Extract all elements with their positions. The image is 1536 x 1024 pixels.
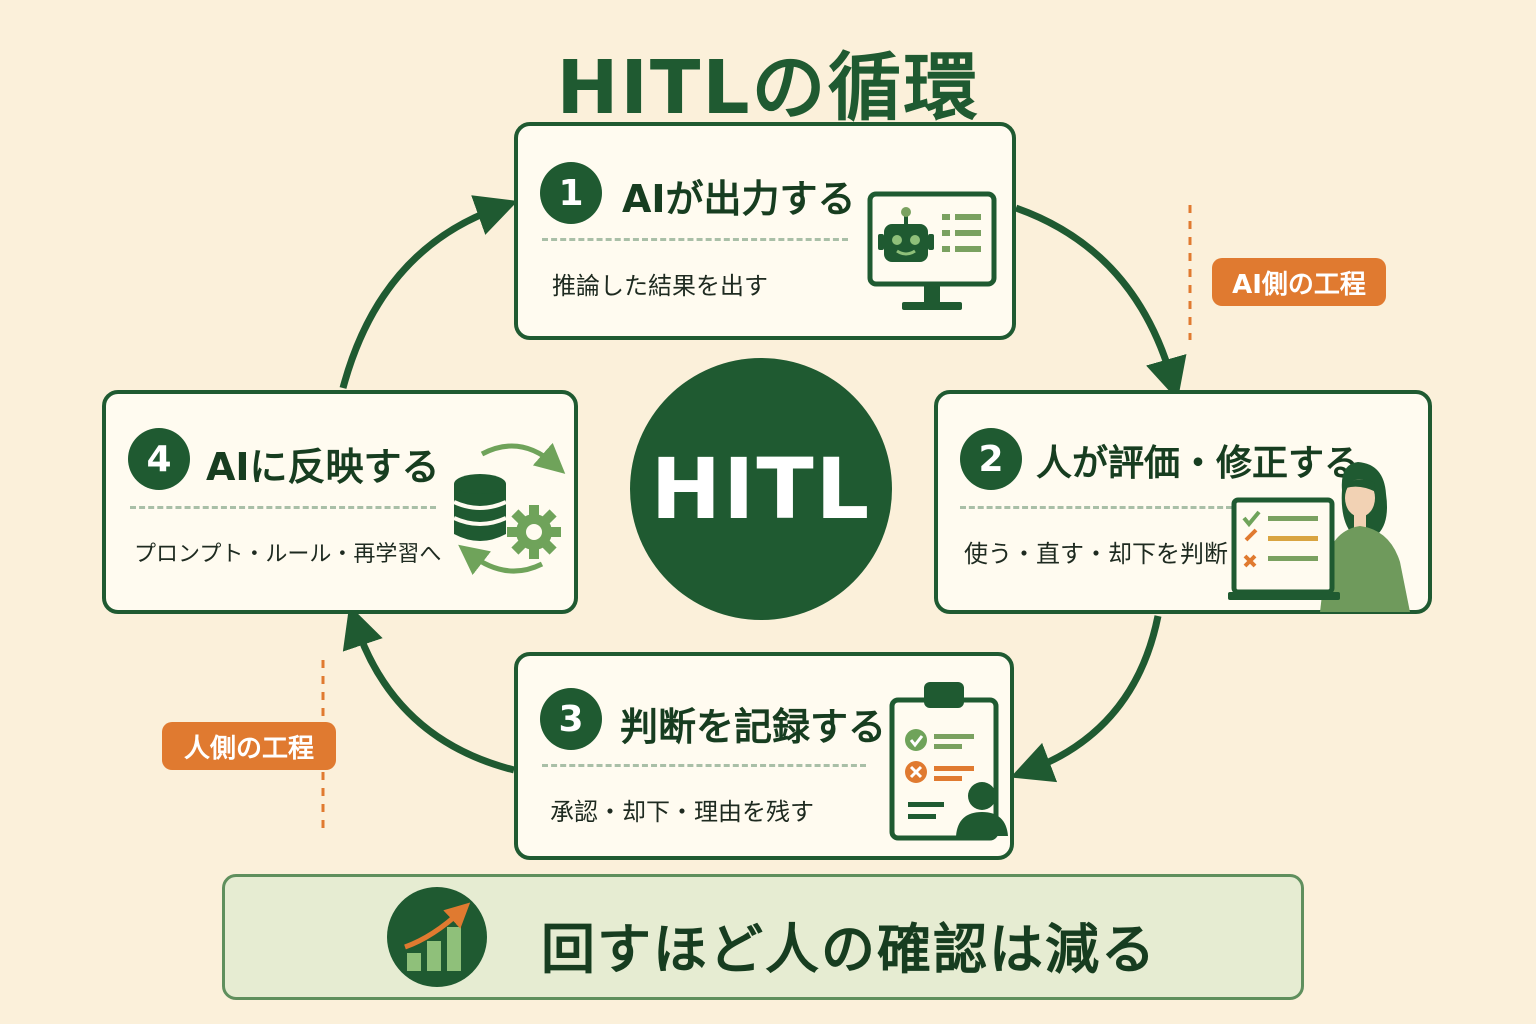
database-gear-cycle-icon	[453, 442, 566, 576]
page-title: HITLの循環	[556, 45, 980, 131]
step-2-badge: 2	[960, 428, 1022, 490]
step-1-title: AIが出力する	[622, 177, 856, 221]
clipboard-checklist-icon	[889, 682, 1008, 841]
growth-chart-icon	[387, 887, 487, 987]
step-2-divider	[960, 506, 1232, 509]
step-3-card: 3 判断を記録する 承認・却下・理由を残す	[514, 652, 1014, 860]
robot-monitor-icon	[867, 191, 997, 310]
step-1-badge: 1	[540, 162, 602, 224]
center-hitl-circle: HITL	[630, 358, 892, 620]
step-3-description: 承認・却下・理由を残す	[550, 798, 814, 826]
step-2-card: 2 人が評価・修正する 使う・直す・却下を判断	[934, 390, 1432, 614]
step-3-divider	[542, 764, 866, 767]
step-4-description: プロンプト・ルール・再学習へ	[134, 542, 442, 567]
step-1-card: 1 AIが出力する 推論した結果を出す	[514, 122, 1016, 340]
summary-bar: 回すほど人の確認は減る	[222, 874, 1304, 1000]
arrow-4-to-1	[339, 195, 518, 389]
arrow-1-to-2	[1014, 204, 1187, 401]
arrow-2-to-3	[1010, 615, 1162, 783]
ai-side-tag: AI側の工程	[1212, 258, 1386, 306]
step-4-title: AIに反映する	[206, 445, 440, 489]
person-laptop-icon	[1228, 462, 1410, 612]
step-4-card: 4 AIに反映する プロンプト・ルール・再学習へ	[102, 390, 578, 614]
step-1-description: 推論した結果を出す	[552, 272, 768, 300]
step-3-title: 判断を記録する	[620, 705, 887, 749]
step-4-divider	[130, 506, 436, 509]
human-side-tag: 人側の工程	[162, 722, 336, 770]
step-2-description: 使う・直す・却下を判断	[964, 540, 1228, 568]
step-1-divider	[542, 238, 848, 241]
step-4-badge: 4	[128, 428, 190, 490]
arrow-3-to-4	[342, 605, 515, 774]
summary-text: 回すほど人の確認は減る	[541, 918, 1157, 981]
step-3-badge: 3	[540, 688, 602, 750]
step-2-title: 人が評価・修正する	[1036, 443, 1361, 484]
